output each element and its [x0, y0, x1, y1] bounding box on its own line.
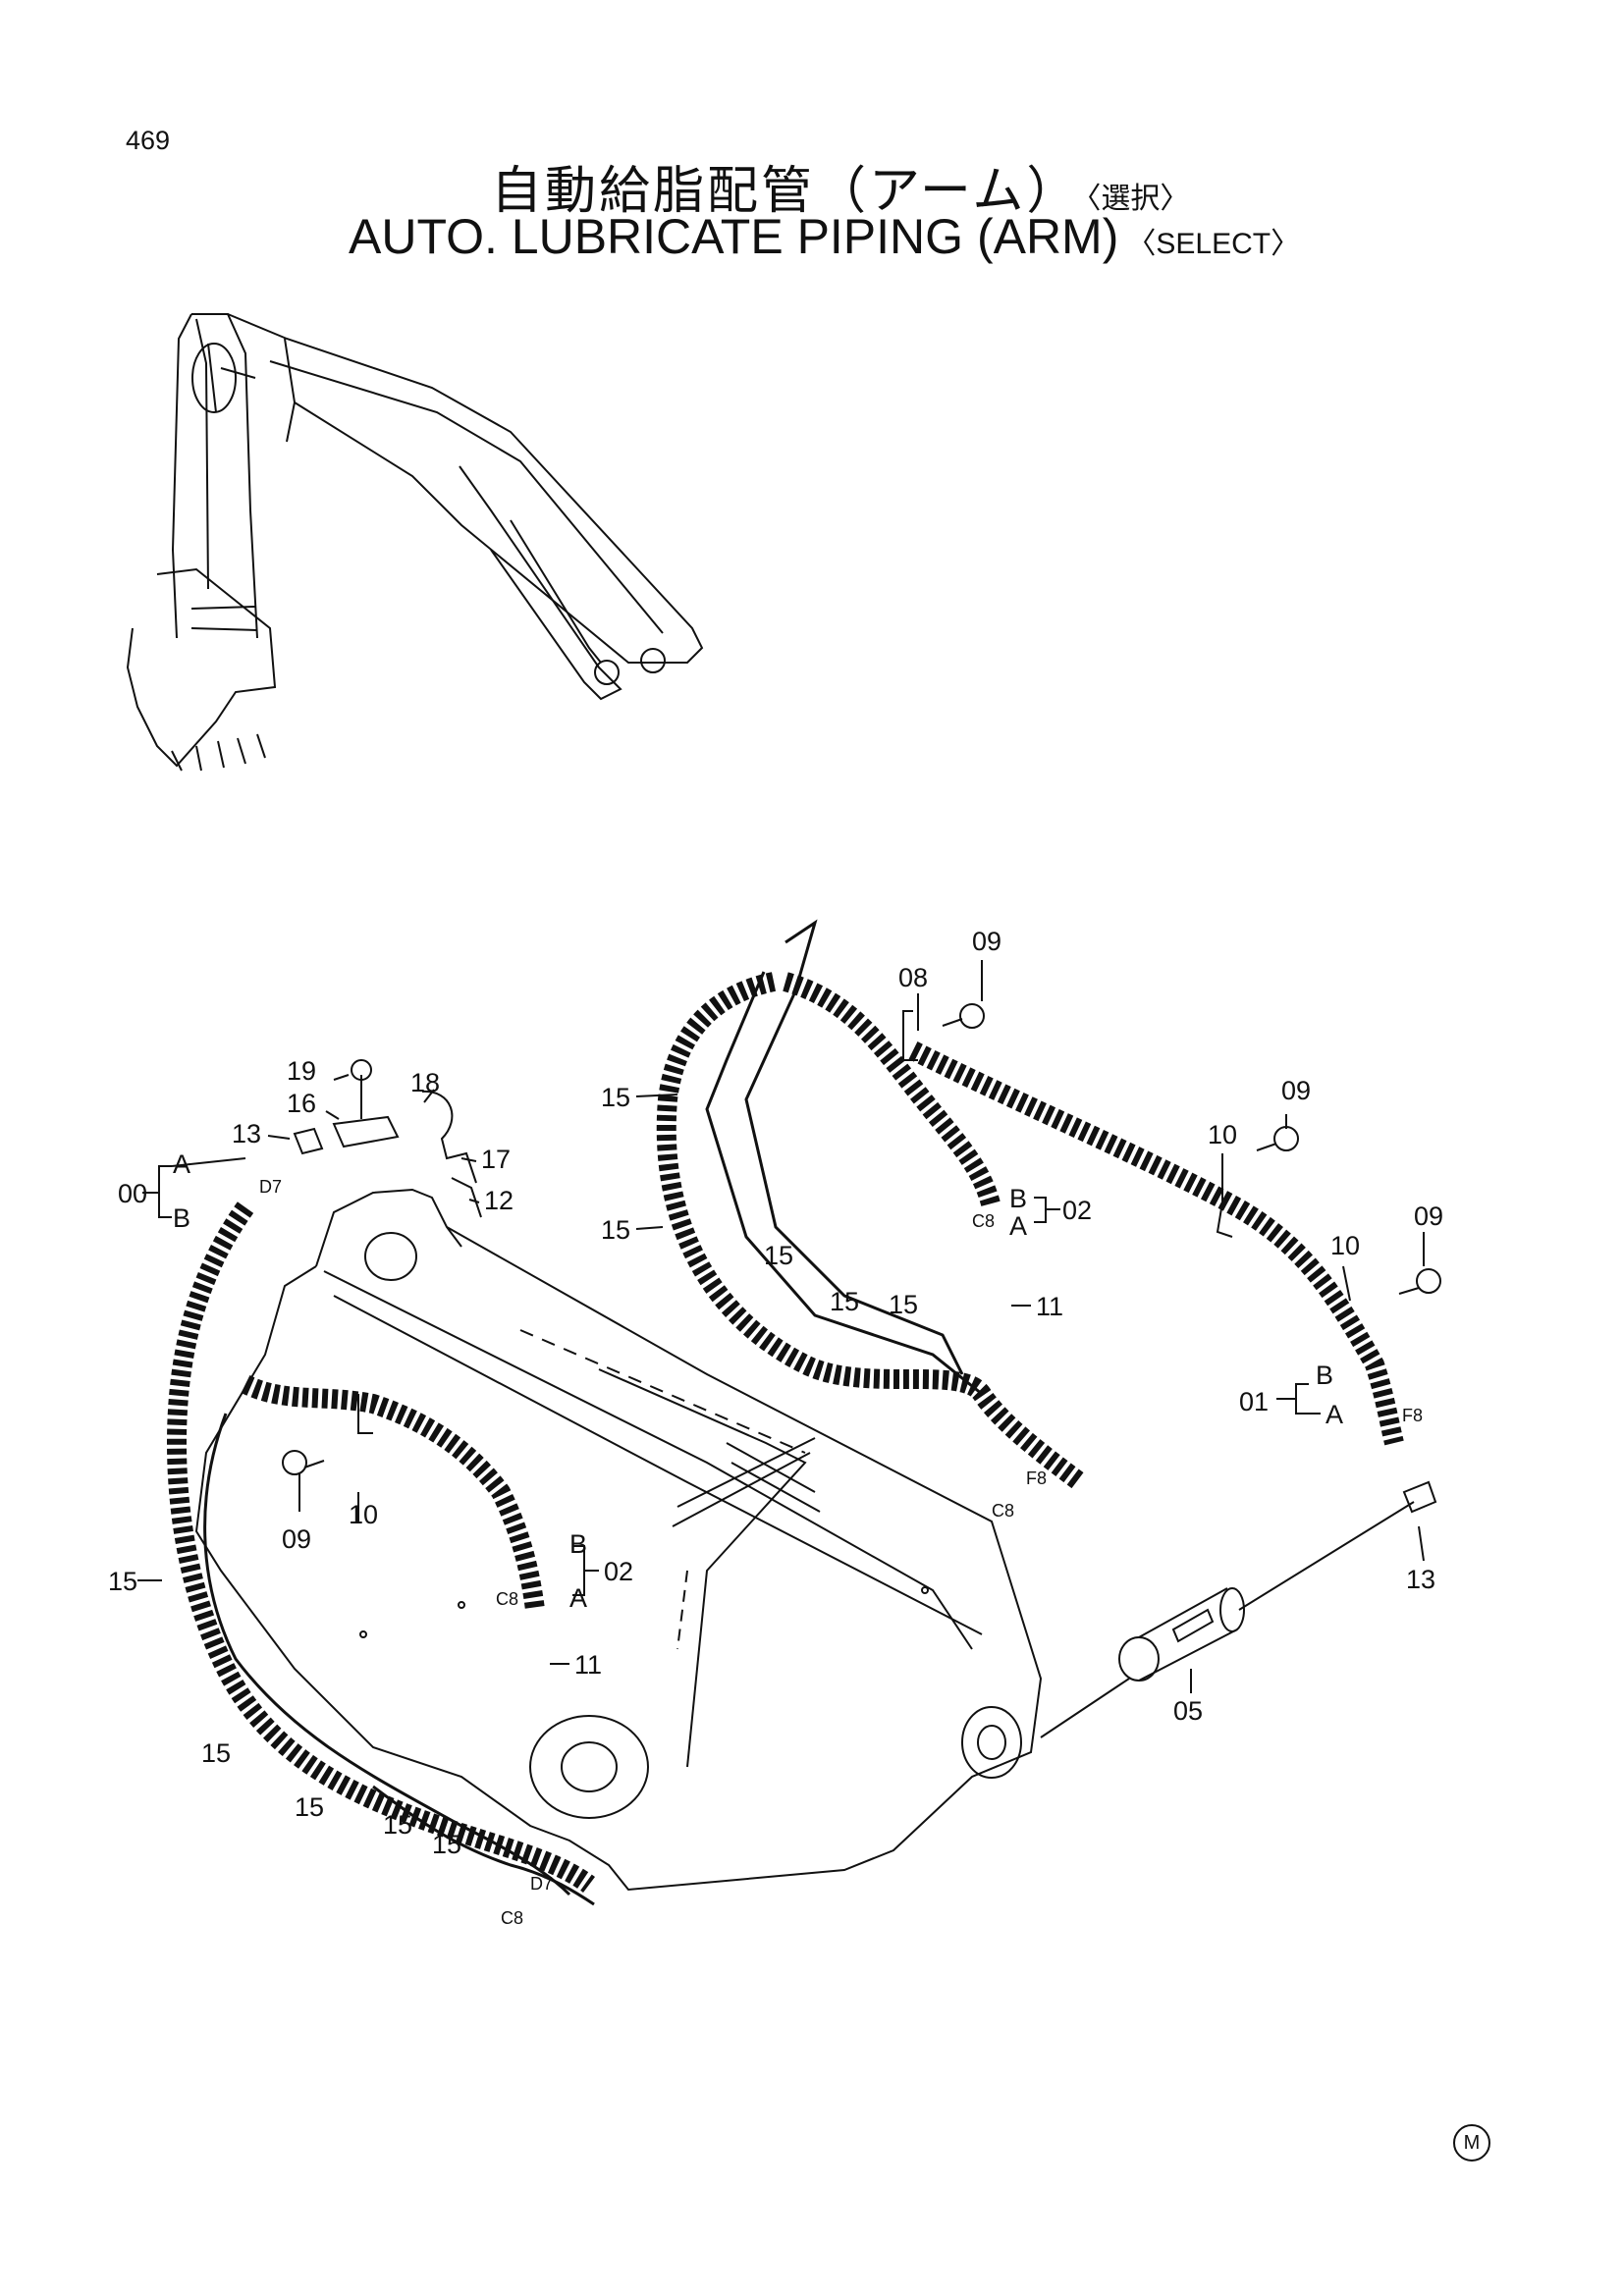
- label-13: 13: [232, 1119, 261, 1148]
- label-15: 15: [764, 1241, 793, 1270]
- label-D7: D7: [530, 1874, 553, 1894]
- title-jp-select: 〈選択〉: [1086, 182, 1190, 216]
- label-10: 10: [1208, 1120, 1237, 1149]
- label-15: 15: [601, 1083, 630, 1112]
- part-labels: 09 08 09 10 09 10 15 15 15 15 15 B 02 A …: [108, 927, 1443, 1928]
- label-15: 15: [383, 1810, 412, 1840]
- label-A: A: [173, 1149, 190, 1179]
- label-16: 16: [287, 1089, 316, 1118]
- label-10: 10: [1330, 1231, 1360, 1260]
- label-A: A: [1009, 1211, 1027, 1241]
- label-12: 12: [484, 1186, 514, 1215]
- label-18: 18: [410, 1068, 440, 1097]
- title-en-text: AUTO. LUBRICATE PIPING (ARM): [349, 209, 1119, 264]
- leader-lines: [137, 960, 1425, 1693]
- registered-mark-icon: M: [1453, 2124, 1490, 2162]
- label-02: 02: [1062, 1196, 1092, 1225]
- label-09: 09: [972, 927, 1001, 956]
- label-17: 17: [481, 1145, 511, 1174]
- label-A: A: [569, 1583, 587, 1613]
- label-15: 15: [830, 1287, 859, 1316]
- arm-diagram-drawing: [194, 1188, 1043, 1892]
- label-F8: F8: [1026, 1468, 1047, 1488]
- label-15: 15: [108, 1567, 137, 1596]
- label-C8: C8: [496, 1589, 518, 1609]
- title-japanese: 自動給脂配管（アーム）〈選択〉: [491, 149, 1189, 223]
- label-09: 09: [1414, 1201, 1443, 1231]
- label-13: 13: [1406, 1565, 1435, 1594]
- title-en-select: 〈SELECT〉: [1126, 228, 1301, 260]
- label-09: 09: [1281, 1076, 1311, 1105]
- label-A: A: [1325, 1400, 1343, 1429]
- label-B: B: [1316, 1361, 1333, 1390]
- label-F8: F8: [1402, 1406, 1423, 1425]
- label-10: 10: [349, 1500, 378, 1529]
- label-B: B: [173, 1203, 190, 1233]
- fitting-parts: [282, 1003, 1441, 1514]
- label-19: 19: [287, 1056, 316, 1086]
- label-15: 15: [432, 1830, 461, 1859]
- label-C8: C8: [972, 1211, 995, 1231]
- label-15: 15: [889, 1290, 918, 1319]
- label-08: 08: [898, 963, 928, 992]
- title-english: AUTO. LUBRICATE PIPING (ARM)〈SELECT〉: [349, 208, 1300, 265]
- label-02: 02: [604, 1557, 633, 1586]
- label-09: 09: [282, 1524, 311, 1554]
- pin-part: [1040, 1501, 1415, 1738]
- machine-overview-drawing: [126, 313, 704, 772]
- label-05: 05: [1173, 1696, 1203, 1726]
- label-D7: D7: [259, 1177, 282, 1197]
- label-C8: C8: [501, 1908, 523, 1928]
- title-jp-text: 自動給脂配管（アーム）: [491, 162, 1081, 221]
- label-15: 15: [295, 1792, 324, 1822]
- label-C8: C8: [992, 1501, 1014, 1521]
- page-number: 469: [126, 126, 171, 155]
- label-01: 01: [1239, 1387, 1269, 1416]
- label-B: B: [1009, 1184, 1027, 1213]
- label-15: 15: [601, 1215, 630, 1245]
- hose-assemblies: [166, 919, 1404, 1906]
- label-B: B: [569, 1529, 587, 1559]
- label-15: 15: [201, 1738, 231, 1768]
- label-00: 00: [118, 1179, 147, 1208]
- label-11: 11: [574, 1650, 602, 1680]
- label-11: 11: [1036, 1292, 1063, 1321]
